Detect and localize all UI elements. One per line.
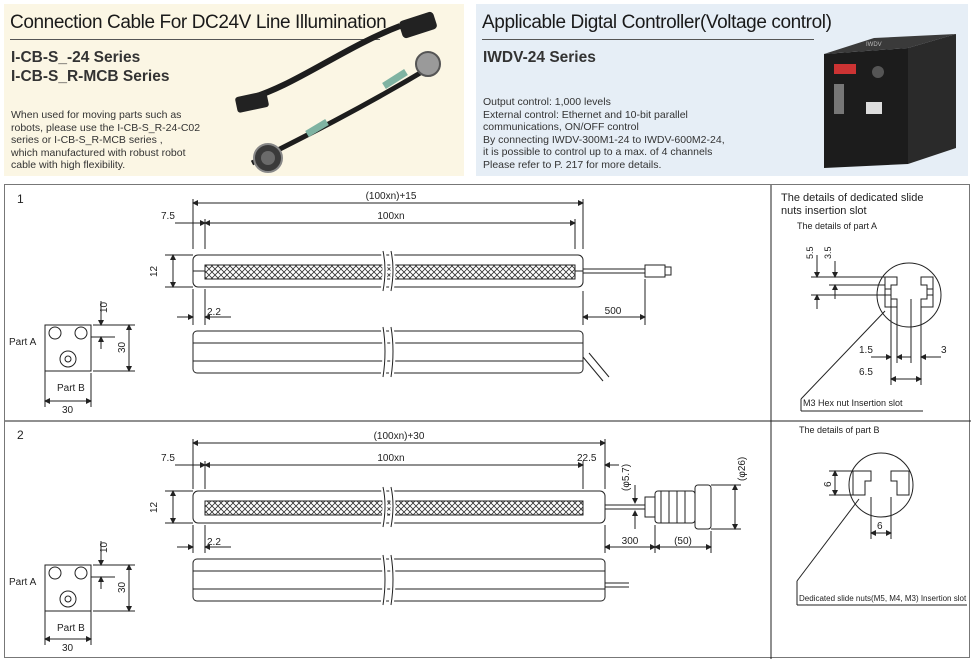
cable-description: When used for moving parts such as robot…: [11, 109, 201, 171]
d2-body: 100xn: [377, 453, 404, 464]
part-b-label: Dedicated slide nuts(M5, M4, M3) Inserti…: [799, 594, 967, 603]
d2-overall: (100xn)+30: [374, 431, 425, 442]
drawing1-number: 1: [17, 192, 24, 206]
cable-product-image: [235, 11, 441, 173]
part-a-d3: 3: [941, 345, 947, 356]
d1-part-b: Part B: [57, 383, 85, 394]
details-heading-line2: nuts insertion slot: [781, 205, 867, 217]
d1-height: 12: [149, 265, 160, 277]
d1-side-w: 30: [62, 405, 74, 416]
part-b-w6: 6: [877, 521, 883, 532]
d2-connector: (50): [674, 536, 692, 547]
d2-part-b: Part B: [57, 623, 85, 634]
part-a-label: M3 Hex nut Insertion slot: [803, 398, 903, 408]
d1-left-offset: 7.5: [161, 211, 175, 222]
part-b-h6: 6: [823, 481, 834, 487]
d2-side-total: 30: [117, 581, 128, 593]
d2-edge: 2.2: [207, 537, 221, 548]
title-rule: [10, 39, 380, 40]
d1-part-a: Part A: [9, 337, 37, 348]
controller-panel-title: Applicable Digtal Controller(Voltage con…: [482, 12, 832, 33]
d2-side-h: 10: [99, 541, 110, 553]
d1-edge: 2.2: [207, 307, 221, 318]
part-a-d15: 1.5: [859, 345, 873, 356]
part-a-d35: 3.5: [823, 246, 833, 259]
d2-side-w: 30: [62, 643, 74, 654]
d2-phi-large: (φ26): [737, 457, 748, 481]
part-a-d65: 6.5: [859, 367, 873, 378]
controller-product-image: IWDV: [824, 34, 956, 168]
cable-series-2: I-CB-S_R-MCB Series: [11, 68, 170, 85]
cable-panel: Connection Cable For DC24V Line Illumina…: [4, 4, 464, 176]
d1-side-h: 10: [99, 301, 110, 313]
d2-height: 12: [149, 501, 160, 513]
controller-panel: Applicable Digtal Controller(Voltage con…: [476, 4, 968, 176]
svg-text:IWDV: IWDV: [866, 42, 882, 48]
d2-cable: 300: [622, 536, 639, 547]
d2-left-offset: 7.5: [161, 453, 175, 464]
d1-overall: (100xn)+15: [366, 191, 417, 202]
d2-part-a: Part A: [9, 577, 37, 588]
d1-body: 100xn: [377, 211, 404, 222]
cable-panel-title: Connection Cable For DC24V Line Illumina…: [10, 12, 387, 33]
d1-cable: 500: [605, 306, 622, 317]
cable-series-1: I-CB-S_-24 Series: [11, 49, 141, 66]
dimension-drawing: 1: [4, 184, 971, 659]
part-a-title: The details of part A: [797, 221, 877, 231]
d1-side-total: 30: [117, 341, 128, 353]
title-rule: [482, 39, 814, 40]
part-a-d55: 5.5: [805, 246, 815, 259]
controller-series: IWDV-24 Series: [483, 49, 596, 66]
part-b-title: The details of part B: [799, 425, 880, 435]
technical-drawing: 1: [5, 185, 971, 659]
d2-phi-small: (φ5.7): [621, 464, 632, 491]
details-heading-line1: The details of dedicated slide: [781, 192, 923, 204]
controller-description: Output control: 1,000 levels External co…: [483, 96, 725, 171]
drawing2-number: 2: [17, 428, 24, 442]
d2-right-offset: 22.5: [577, 453, 597, 464]
